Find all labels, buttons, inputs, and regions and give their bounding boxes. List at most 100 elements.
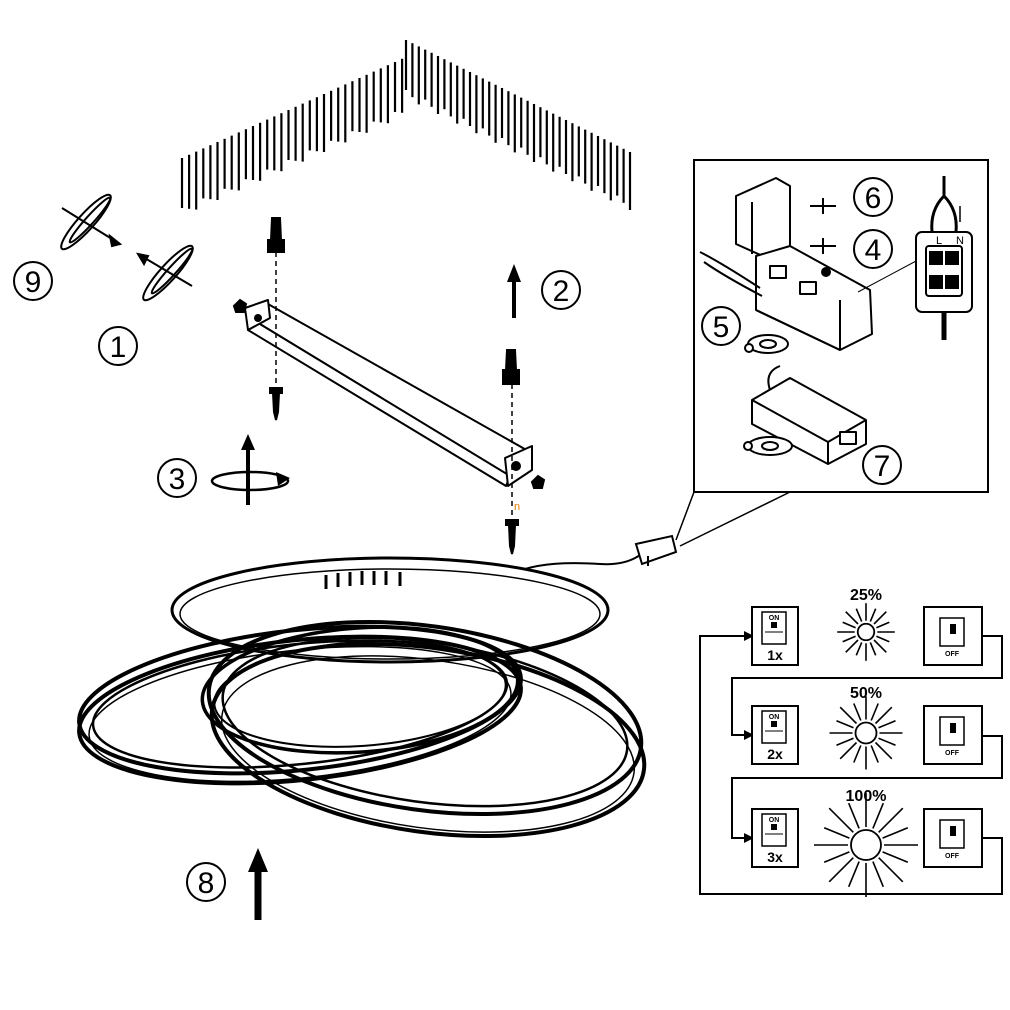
svg-text:ON: ON: [769, 817, 780, 824]
sun-ray: [839, 706, 858, 725]
on-switch-3x: ON 3x: [751, 808, 799, 868]
svg-text:4: 4: [865, 234, 882, 267]
sun-ray: [847, 861, 860, 888]
detail-inset: L N 6 4 5 7: [675, 159, 989, 547]
up-arrow-icon: [507, 264, 521, 318]
sun-ray: [872, 802, 885, 829]
sun-ray: [876, 621, 890, 629]
terminal-block: [699, 177, 919, 354]
sun-core: [856, 622, 876, 642]
power-cable: [511, 534, 678, 575]
svg-text:ON: ON: [769, 714, 780, 721]
screw-set: [232, 217, 546, 555]
svg-text:1: 1: [110, 331, 127, 364]
sun-ray: [876, 635, 890, 643]
ring-clip-illustration: [60, 193, 194, 302]
flow-lines: [699, 631, 1003, 895]
sun-ray: [839, 741, 858, 760]
brightness-25-icon: [837, 603, 895, 661]
sun-ray: [870, 703, 879, 721]
svg-text:OFF: OFF: [945, 853, 960, 860]
svg-text:3x: 3x: [767, 849, 783, 865]
dimmer-row-100: ON 3x 100% OFF: [751, 788, 983, 897]
svg-text:9: 9: [25, 266, 42, 299]
svg-text:ON: ON: [769, 615, 780, 622]
sun-ray: [855, 642, 863, 656]
step-3-label: 3: [157, 458, 197, 498]
wiring-detail: L N: [915, 176, 973, 340]
sun-ray: [872, 861, 885, 888]
svg-text:5: 5: [713, 311, 730, 344]
svg-text:2: 2: [553, 275, 570, 308]
sun-ray: [828, 857, 854, 883]
inset-step-6-label: 6: [853, 177, 893, 217]
off-switch-row-1: OFF: [923, 606, 983, 666]
step-numbers: 9 1 2 3 8: [13, 261, 581, 902]
sun-ray: [873, 611, 887, 625]
off-switch-row-2: OFF: [923, 705, 983, 765]
sun-ray: [869, 608, 877, 622]
dimmer-row-25: ON 1x 25% OFF: [751, 587, 983, 666]
sun-ray: [855, 608, 863, 622]
step-2-label: 2: [541, 270, 581, 310]
inset-step-5-label: 5: [701, 306, 741, 346]
sun-ray: [828, 807, 854, 833]
sun-ray: [823, 851, 850, 864]
svg-text:OFF: OFF: [945, 750, 960, 757]
sun-ray: [878, 720, 896, 729]
svg-text:1x: 1x: [767, 647, 783, 663]
sun-ray: [853, 745, 862, 763]
sun-ray: [869, 642, 877, 656]
brightness-100-icon: [814, 793, 918, 897]
lift-arrow-icon: [248, 848, 268, 920]
sun-ray: [878, 737, 896, 746]
watermark-text: n: [514, 501, 520, 513]
step-9-label: 9: [13, 261, 53, 301]
brightness-50-label: 50%: [850, 685, 882, 702]
dimmer-diagram: ON 1x 25% OFF ON 2x: [699, 587, 1003, 897]
sun-ray: [836, 720, 854, 729]
ring-middle: [200, 625, 520, 755]
canopy-vents: [324, 571, 402, 589]
svg-text:6: 6: [865, 182, 882, 215]
ceiling-corner: [180, 40, 632, 210]
step-1-label: 1: [98, 326, 138, 366]
sun-ray: [882, 851, 909, 864]
sun-ray: [842, 635, 856, 643]
dimmer-row-50: ON 2x 50% OFF: [751, 685, 983, 770]
sun-ray: [882, 826, 909, 839]
sun-ray: [853, 703, 862, 721]
brightness-25-label: 25%: [850, 587, 882, 604]
sun-ray: [823, 826, 850, 839]
step-8-label: 8: [186, 862, 226, 902]
sun-ray: [873, 639, 887, 653]
svg-text:2x: 2x: [767, 746, 783, 762]
svg-text:L: L: [936, 235, 942, 247]
svg-text:8: 8: [198, 867, 215, 900]
driver-box: [743, 365, 867, 465]
svg-text:3: 3: [169, 463, 186, 496]
svg-text:N: N: [956, 235, 964, 247]
sun-ray: [836, 737, 854, 746]
sun-ray: [874, 706, 893, 725]
inset-step-4-label: 4: [853, 229, 893, 269]
brightness-50-icon: [829, 696, 903, 770]
rotate-arrow-icon: [210, 434, 290, 505]
sun-ray: [845, 611, 859, 625]
small-screw-icons: [810, 198, 836, 254]
ring-right: [206, 619, 647, 839]
sun-ray: [878, 807, 904, 833]
svg-text:OFF: OFF: [945, 651, 960, 658]
lamp-body: [77, 556, 647, 839]
mounting-bracket: [244, 299, 533, 487]
sun-ray: [874, 741, 893, 760]
sun-ray: [878, 857, 904, 883]
off-switch-row-3: OFF: [923, 808, 983, 868]
sun-ray: [870, 745, 879, 763]
sun-core: [850, 829, 882, 861]
sun-ray: [847, 802, 860, 829]
inset-step-7-label: 7: [862, 445, 902, 485]
sun-core: [854, 721, 878, 745]
svg-text:7: 7: [874, 450, 891, 483]
sun-ray: [842, 621, 856, 629]
